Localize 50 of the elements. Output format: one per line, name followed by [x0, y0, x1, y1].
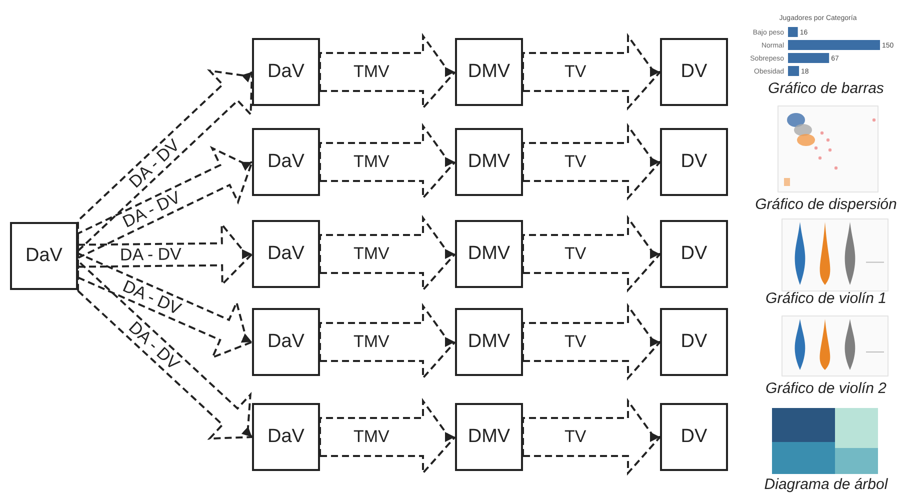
- process-box: [455, 220, 523, 288]
- node-label: DaV: [268, 61, 304, 83]
- edge-label: TV: [564, 427, 586, 447]
- edge-label: TMV: [354, 152, 390, 172]
- edge-label: DA - DV: [119, 244, 181, 266]
- node-label: DaV: [268, 426, 304, 448]
- node-label: DaV: [26, 245, 62, 267]
- process-box: [252, 128, 320, 196]
- node-label: DMV: [468, 151, 510, 173]
- node-label: DV: [680, 151, 708, 173]
- edge-label: TMV: [354, 244, 390, 264]
- caption: Gráfico de violín 1: [764, 290, 888, 307]
- process-box: [252, 220, 320, 288]
- node-label: DV: [680, 426, 708, 448]
- process-box: [660, 403, 728, 471]
- edge-label: TMV: [354, 62, 390, 82]
- process-box: [455, 308, 523, 376]
- edge-label: TV: [564, 62, 586, 82]
- caption: Gráfico de dispersión: [754, 196, 898, 213]
- process-box: [660, 128, 728, 196]
- edge-label: TV: [564, 244, 586, 264]
- node-label: DV: [680, 331, 708, 353]
- node-label: DV: [680, 243, 708, 265]
- process-box: [252, 38, 320, 106]
- caption: Diagrama de árbol: [763, 476, 889, 493]
- node-label: DMV: [468, 426, 510, 448]
- edge-label: TV: [564, 332, 586, 352]
- caption: Gráfico de barras: [767, 80, 885, 97]
- node-label: DMV: [468, 243, 510, 265]
- process-box: [660, 308, 728, 376]
- process-box: [455, 128, 523, 196]
- process-box: [10, 222, 78, 290]
- process-box: [455, 38, 523, 106]
- edge-label: DA - DV: [124, 318, 184, 374]
- node-label: DMV: [468, 331, 510, 353]
- edge-label: TMV: [354, 427, 390, 447]
- edge-label: TV: [564, 152, 586, 172]
- node-label: DV: [680, 61, 708, 83]
- node-label: DaV: [268, 151, 304, 173]
- edge-label: DA - DV: [119, 276, 184, 320]
- process-box: [660, 38, 728, 106]
- node-label: DaV: [268, 243, 304, 265]
- process-box: [455, 403, 523, 471]
- caption: Gráfico de violín 2: [764, 380, 888, 397]
- edge-label: TMV: [354, 332, 390, 352]
- process-box: [252, 403, 320, 471]
- process-box: [252, 308, 320, 376]
- node-label: DMV: [468, 61, 510, 83]
- node-label: DaV: [268, 331, 304, 353]
- process-box: [660, 220, 728, 288]
